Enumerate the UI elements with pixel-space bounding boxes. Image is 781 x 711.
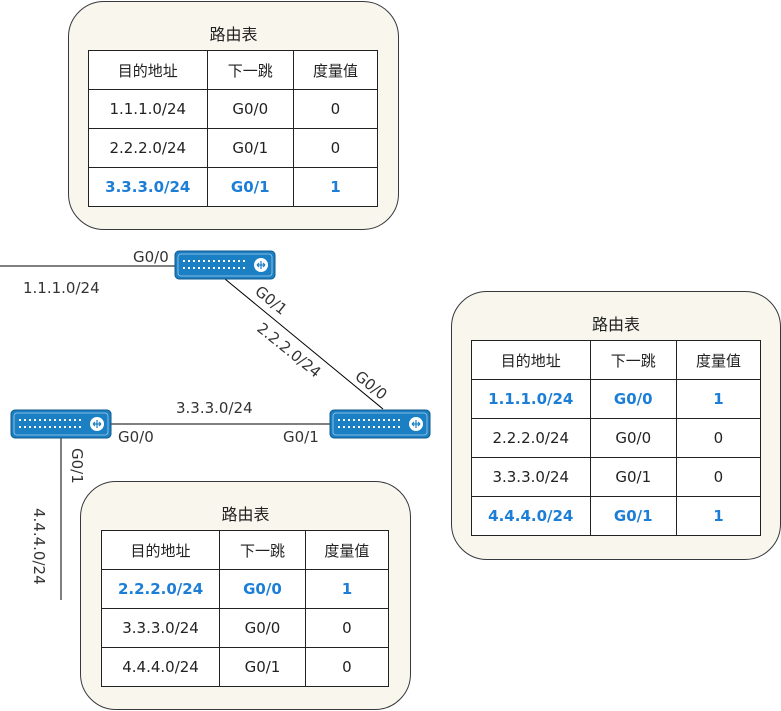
cell-destination: 2.2.2.0/24 [471, 418, 591, 458]
cell-metric: 0 [675, 418, 762, 458]
cell-metric: 1 [675, 379, 762, 419]
interface-label: G0/1 [68, 448, 86, 484]
cell-destination: 1.1.1.0/24 [471, 379, 591, 419]
router-left [10, 409, 112, 439]
cell-next-hop: G0/0 [219, 608, 306, 648]
interface-label: G0/1 [251, 282, 290, 318]
cell-destination: 1.1.1.0/24 [88, 89, 208, 129]
router-right [329, 409, 431, 439]
cell-metric: 0 [292, 89, 379, 129]
interface-label: G0/0 [133, 248, 169, 266]
cell-next-hop: G0/1 [589, 496, 677, 536]
cell-metric: 0 [292, 128, 379, 168]
cell-metric: 1 [292, 167, 379, 207]
table-header-row: 目的地址下一跳度量值 [471, 340, 762, 380]
cell-destination: 4.4.4.0/24 [100, 647, 221, 687]
header-metric: 度量值 [675, 340, 762, 380]
cell-next-hop: G0/0 [589, 379, 677, 419]
cell-destination: 3.3.3.0/24 [88, 167, 208, 207]
header-destination: 目的地址 [471, 340, 591, 380]
cell-next-hop: G0/0 [206, 89, 294, 129]
cell-next-hop: G0/1 [219, 647, 306, 687]
header-destination: 目的地址 [88, 50, 208, 90]
cell-destination: 2.2.2.0/24 [88, 128, 208, 168]
header-next-hop: 下一跳 [589, 340, 677, 380]
cell-destination: 2.2.2.0/24 [100, 569, 221, 609]
routing-table-title: 路由表 [591, 315, 640, 334]
table-header-row: 目的地址下一跳度量值 [88, 50, 379, 90]
cell-next-hop: G0/1 [206, 167, 294, 207]
cell-next-hop: G0/1 [589, 457, 677, 497]
cell-metric: 0 [675, 457, 762, 497]
table-header-row: 目的地址下一跳度量值 [100, 530, 390, 570]
header-destination: 目的地址 [100, 530, 221, 570]
link-2-2-2-0 [224, 278, 384, 410]
header-next-hop: 下一跳 [206, 50, 294, 90]
routing-table-title: 路由表 [209, 25, 258, 44]
cell-metric: 0 [304, 647, 390, 687]
cell-metric: 1 [675, 496, 762, 536]
cell-destination: 3.3.3.0/24 [100, 608, 221, 648]
interface-label: G0/1 [283, 428, 319, 446]
network-label: 3.3.3.0/24 [176, 399, 253, 417]
interface-label: G0/0 [351, 367, 390, 403]
network-label: 2.2.2.0/24 [253, 319, 324, 381]
network-label: 1.1.1.0/24 [23, 279, 100, 297]
network-label: 4.4.4.0/24 [30, 508, 48, 585]
cell-next-hop: G0/0 [589, 418, 677, 458]
interface-label: G0/0 [118, 428, 154, 446]
routing-table-title: 路由表 [221, 505, 270, 524]
cell-metric: 1 [304, 569, 390, 609]
router-top [174, 250, 276, 280]
